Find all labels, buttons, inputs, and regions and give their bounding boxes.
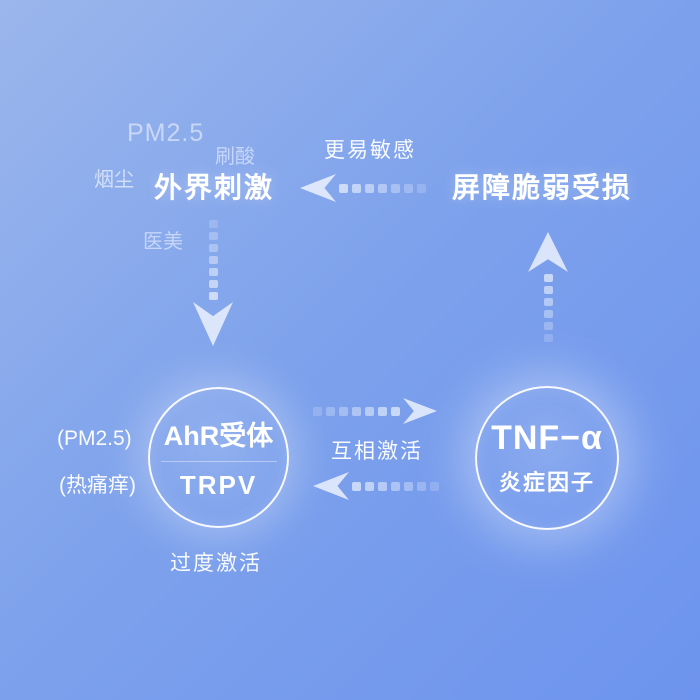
dotted-line	[208, 220, 218, 300]
arrow-receptor-to-tnf	[313, 398, 437, 424]
dotted-line	[352, 481, 439, 491]
inflammatory-factor-label: 炎症因子	[498, 470, 595, 495]
arrow-tnf-to-receptor	[313, 472, 439, 500]
arrowhead-down-icon	[193, 302, 233, 346]
label-pm25-paren: (PM2.5)	[57, 427, 132, 450]
trpv-label: TRPV	[179, 470, 258, 500]
arrow-tnf-to-barrier	[528, 232, 568, 342]
tnf-alpha-label: TNF−α	[491, 419, 603, 457]
arrow-barrier-to-stimuli	[300, 174, 426, 202]
label-over-activation: 过度激活	[170, 552, 262, 575]
dotted-line	[339, 183, 426, 193]
label-heat-pain-itch: (热痛痒)	[59, 474, 136, 497]
ahr-receptor-label: AhR受体	[163, 421, 274, 451]
label-smoke-dust: 烟尘	[94, 169, 134, 191]
label-medical-beauty: 医美	[143, 231, 183, 253]
arrowhead-right-icon	[403, 398, 437, 424]
arrowhead-left-icon	[313, 472, 349, 500]
ahr-trpv-circle: AhR受体 TRPV	[148, 387, 289, 528]
dotted-line	[543, 274, 553, 342]
external-stimuli-title: 外界刺激	[154, 172, 275, 203]
label-more-sensitive: 更易敏感	[324, 139, 416, 162]
circle-divider	[160, 461, 277, 462]
label-acid-peeling: 刷酸	[215, 146, 255, 168]
label-pm25: PM2.5	[127, 119, 205, 147]
label-mutual-activation: 互相激活	[331, 440, 423, 463]
dotted-line	[313, 406, 400, 416]
barrier-damage-title: 屏障脆弱受损	[452, 172, 633, 203]
tnf-circle: TNF−α 炎症因子	[475, 386, 619, 530]
arrow-stimuli-to-receptor	[193, 220, 233, 346]
arrowhead-left-icon	[300, 174, 336, 202]
arrowhead-up-icon	[528, 232, 568, 272]
